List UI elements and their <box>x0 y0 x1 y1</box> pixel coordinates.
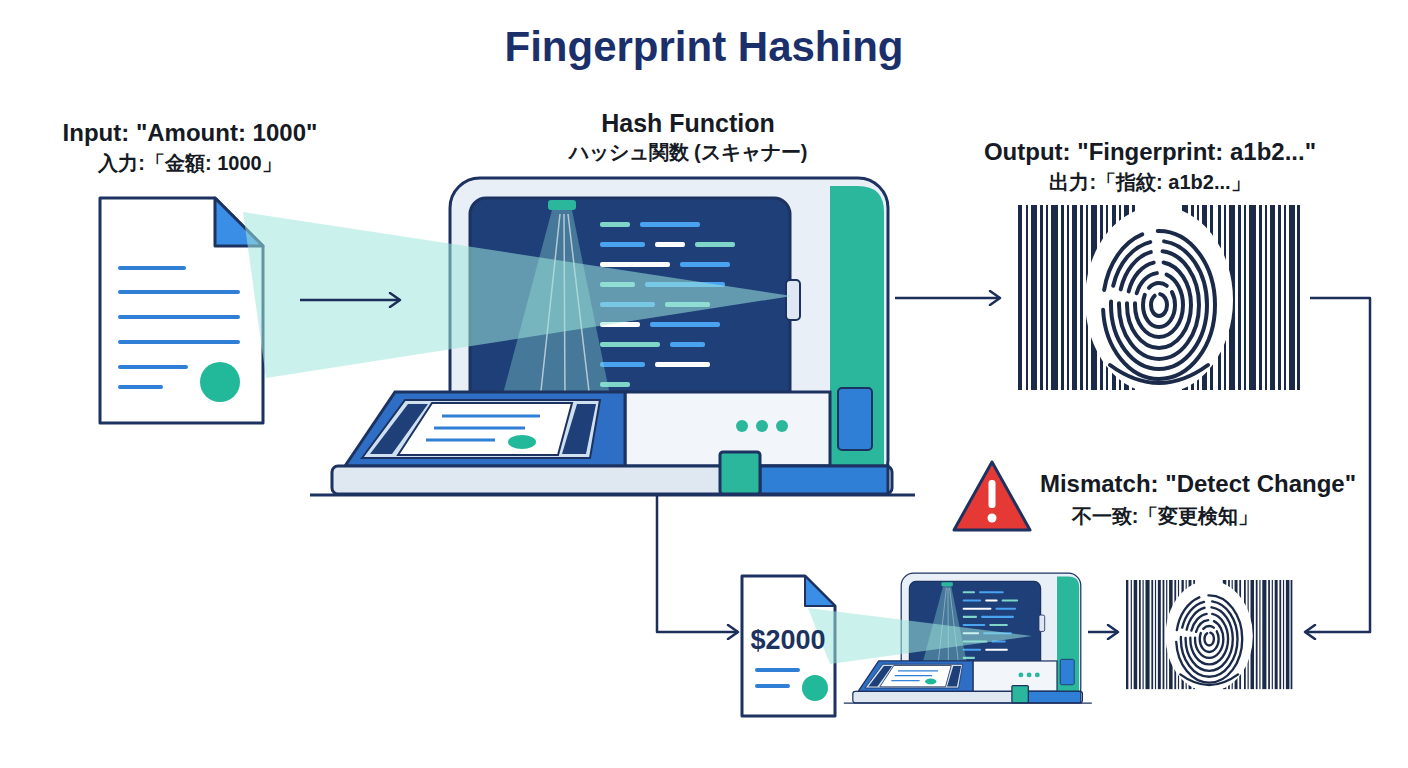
document-line <box>755 668 800 672</box>
node-sublabel: 出力:「指紋: a1b2...」 <box>940 170 1360 194</box>
node-sublabel: ハッシュ関数 (スキャナー) <box>488 140 888 164</box>
document-node: $2000 <box>738 572 838 718</box>
flow-connector <box>1305 298 1370 632</box>
connectors <box>300 298 1370 632</box>
flow-connector <box>895 297 1000 300</box>
warning-triangle <box>954 462 1030 530</box>
document-page <box>100 198 263 423</box>
document-line <box>755 684 790 688</box>
node-label: $2000 <box>735 624 841 656</box>
document-line <box>118 365 188 369</box>
node-label: Output: "Fingerprint: a1b2..." <box>940 138 1360 167</box>
document-line <box>118 266 186 270</box>
document-fold <box>805 576 835 606</box>
document-line <box>118 315 240 319</box>
flow-connector <box>657 495 738 632</box>
scan-beam <box>243 212 792 378</box>
document-line <box>118 340 240 344</box>
input-document <box>100 198 263 423</box>
node-label: Mismatch: "Detect Change" <box>1018 470 1378 499</box>
fingerprint-barcode-small <box>1126 580 1292 692</box>
diagram-title: Fingerprint Hashing <box>0 22 1408 72</box>
document-seal <box>200 362 240 402</box>
fingerprint-node: Mismatch: "Detect Change"不一致:「変更検知」 <box>1120 575 1305 693</box>
node-sublabel: 入力:「金額: 1000」 <box>40 151 340 175</box>
document-line <box>118 385 163 389</box>
node-label: Input: "Amount: 1000" <box>40 119 340 148</box>
document-line <box>118 290 240 294</box>
fingerprint-barcode <box>1018 205 1300 394</box>
node-label: Hash Function <box>488 108 888 138</box>
scanner-node: Hash Functionハッシュ関数 (スキャナー) <box>400 175 895 495</box>
exclamation-bar <box>989 480 996 508</box>
document-seal <box>802 675 828 701</box>
scan-beam <box>808 608 1032 664</box>
document-node: Input: "Amount: 1000"入力:「金額: 1000」 <box>80 195 300 425</box>
exclamation-dot <box>988 514 997 523</box>
fingerprint-node: Output: "Fingerprint: a1b2..."出力:「指紋: a1… <box>1000 200 1310 390</box>
flow-arrow <box>1088 631 1118 634</box>
flow-connector <box>300 299 400 302</box>
warning-icon <box>954 462 1030 530</box>
node-sublabel: 不一致:「変更検知」 <box>1005 504 1325 528</box>
